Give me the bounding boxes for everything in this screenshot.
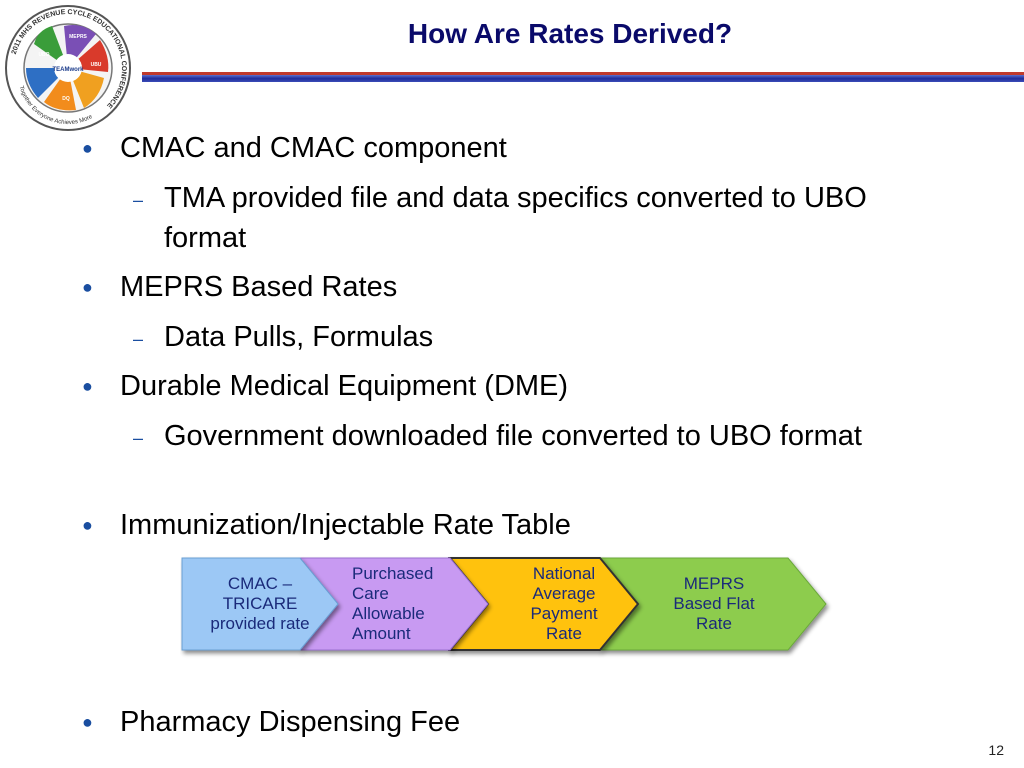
flow-label-meprs: MEPRS Based Flat Rate: [673, 574, 755, 633]
bullet-cmac: CMAC and CMAC component: [82, 128, 507, 168]
bullet-immunization: Immunization/Injectable Rate Table: [82, 505, 571, 545]
conference-logo-icon: [5, 5, 131, 131]
sub-bullet: – Data Pulls, Formulas: [133, 317, 924, 357]
sub-bullet-text: TMA provided file and data specifics con…: [164, 182, 867, 254]
logo-hand-label: MEPRS: [69, 34, 87, 40]
logo-motto: Together Everyone Achieves More: [18, 85, 94, 126]
logo-hand-label: DQ: [62, 96, 70, 102]
dash-marker: –: [133, 428, 144, 448]
conference-logo: 2011 MHS REVENUE CYCLE EDUCATIONAL CONFE…: [4, 4, 132, 132]
flow-step-cmac: [181, 557, 339, 651]
flow-label-cmac: CMAC – TRICARE provided rate: [210, 574, 310, 633]
page-number: 12: [988, 742, 1004, 758]
svg-text:2011 MHS REVENUE CYCLE EDUCATI: 2011 MHS REVENUE CYCLE EDUCATIONAL CONFE…: [11, 9, 127, 109]
dash-marker: –: [133, 190, 144, 210]
logo-hand-label: UBO: [38, 52, 49, 58]
bullet-dme: Durable Medical Equipment (DME): [82, 366, 568, 406]
logo-hand-label: UBU: [91, 62, 102, 68]
logo-center-text: TEAMwork: [52, 67, 84, 73]
flow-label-purchased: Purchased Care Allowable Amount: [352, 564, 434, 643]
sub-bullet-text: Data Pulls, Formulas: [164, 321, 434, 353]
flow-label-national: National Average Payment Rate: [530, 564, 598, 643]
rate-flow-diagram: CMAC – TRICARE provided rate Purchased C…: [180, 556, 840, 660]
title-underline: [142, 72, 1024, 84]
sub-bullet-text: Government downloaded file converted to …: [164, 420, 862, 452]
sub-bullet: – Government downloaded file converted t…: [133, 416, 924, 456]
sub-bullet: – TMA provided file and data specifics c…: [133, 178, 924, 258]
bullet-meprs: MEPRS Based Rates: [82, 267, 397, 307]
svg-text:Together Everyone Achieves Mor: Together Everyone Achieves More: [18, 85, 94, 126]
logo-ring-text: 2011 MHS REVENUE CYCLE EDUCATIONAL CONFE…: [11, 9, 127, 109]
bullet-pharmacy: Pharmacy Dispensing Fee: [82, 702, 460, 742]
slide-title: How Are Rates Derived?: [407, 18, 733, 49]
dash-marker: –: [133, 329, 144, 349]
